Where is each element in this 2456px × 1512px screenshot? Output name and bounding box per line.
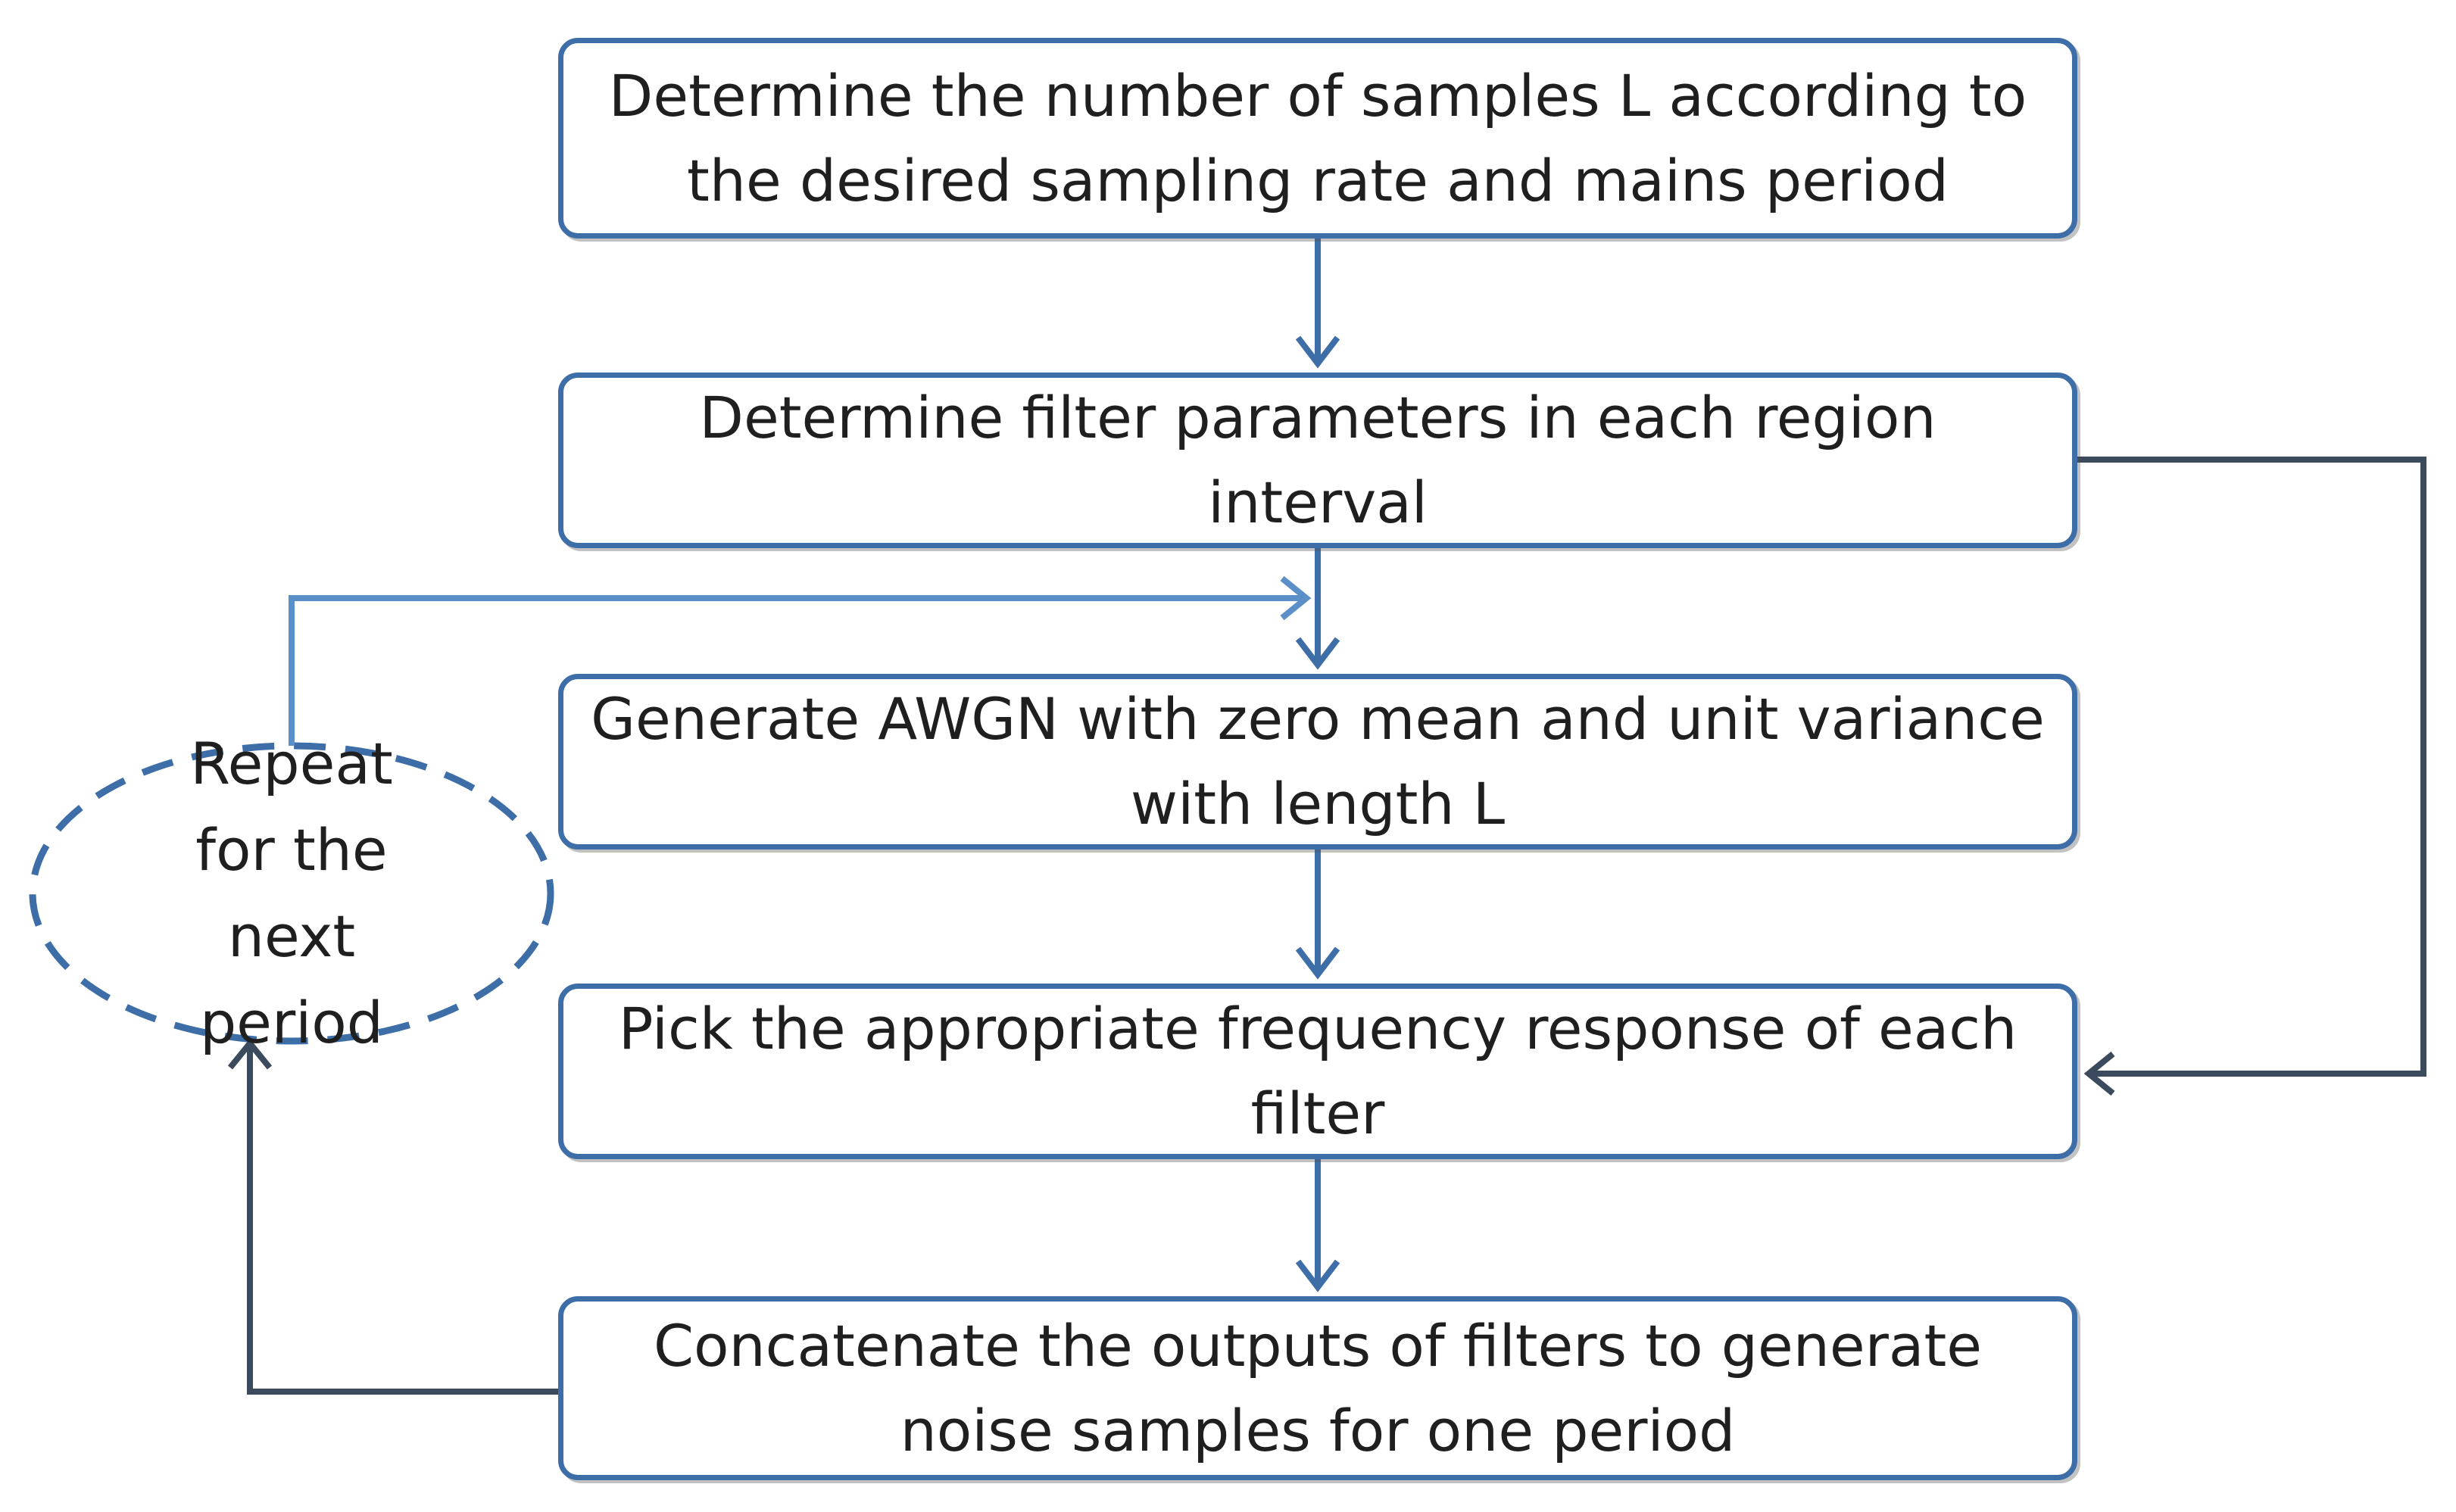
step-3-text: Generate AWGN with zero mean and unit va…	[591, 685, 2045, 837]
repeat-loop-label: Repeat for the next period	[34, 730, 549, 1056]
step-1-text: Determine the number of samples L accord…	[608, 61, 2027, 214]
repeat-loop-text: Repeat for the next period	[190, 730, 393, 1056]
arrow-step1-to-step2	[1295, 238, 1340, 369]
arrow-step4-to-step5	[1295, 1159, 1340, 1292]
step-4-text: Pick the appropriate frequency response …	[618, 995, 2018, 1147]
arrow-step3-to-step4	[1295, 850, 1340, 980]
step-determine-filter-parameters: Determine filter parameters in each regi…	[558, 373, 2077, 548]
arrow-step5-to-loop	[227, 1038, 558, 1395]
step-5-text: Concatenate the outputs of filters to ge…	[653, 1311, 1983, 1464]
step-2-text: Determine filter parameters in each regi…	[699, 384, 1936, 536]
step-generate-awgn: Generate AWGN with zero mean and unit va…	[558, 674, 2077, 850]
step-concatenate-outputs: Concatenate the outputs of filters to ge…	[558, 1296, 2077, 1480]
step-pick-frequency-response: Pick the appropriate frequency response …	[558, 984, 2077, 1159]
repeat-loop-oval	[29, 742, 554, 1045]
arrow-step2-to-step4-bypass	[2077, 457, 2426, 1096]
arrow-loop-to-step3	[289, 575, 1312, 746]
arrow-step2-to-step3	[1295, 548, 1340, 670]
step-determine-samples: Determine the number of samples L accord…	[558, 38, 2077, 238]
